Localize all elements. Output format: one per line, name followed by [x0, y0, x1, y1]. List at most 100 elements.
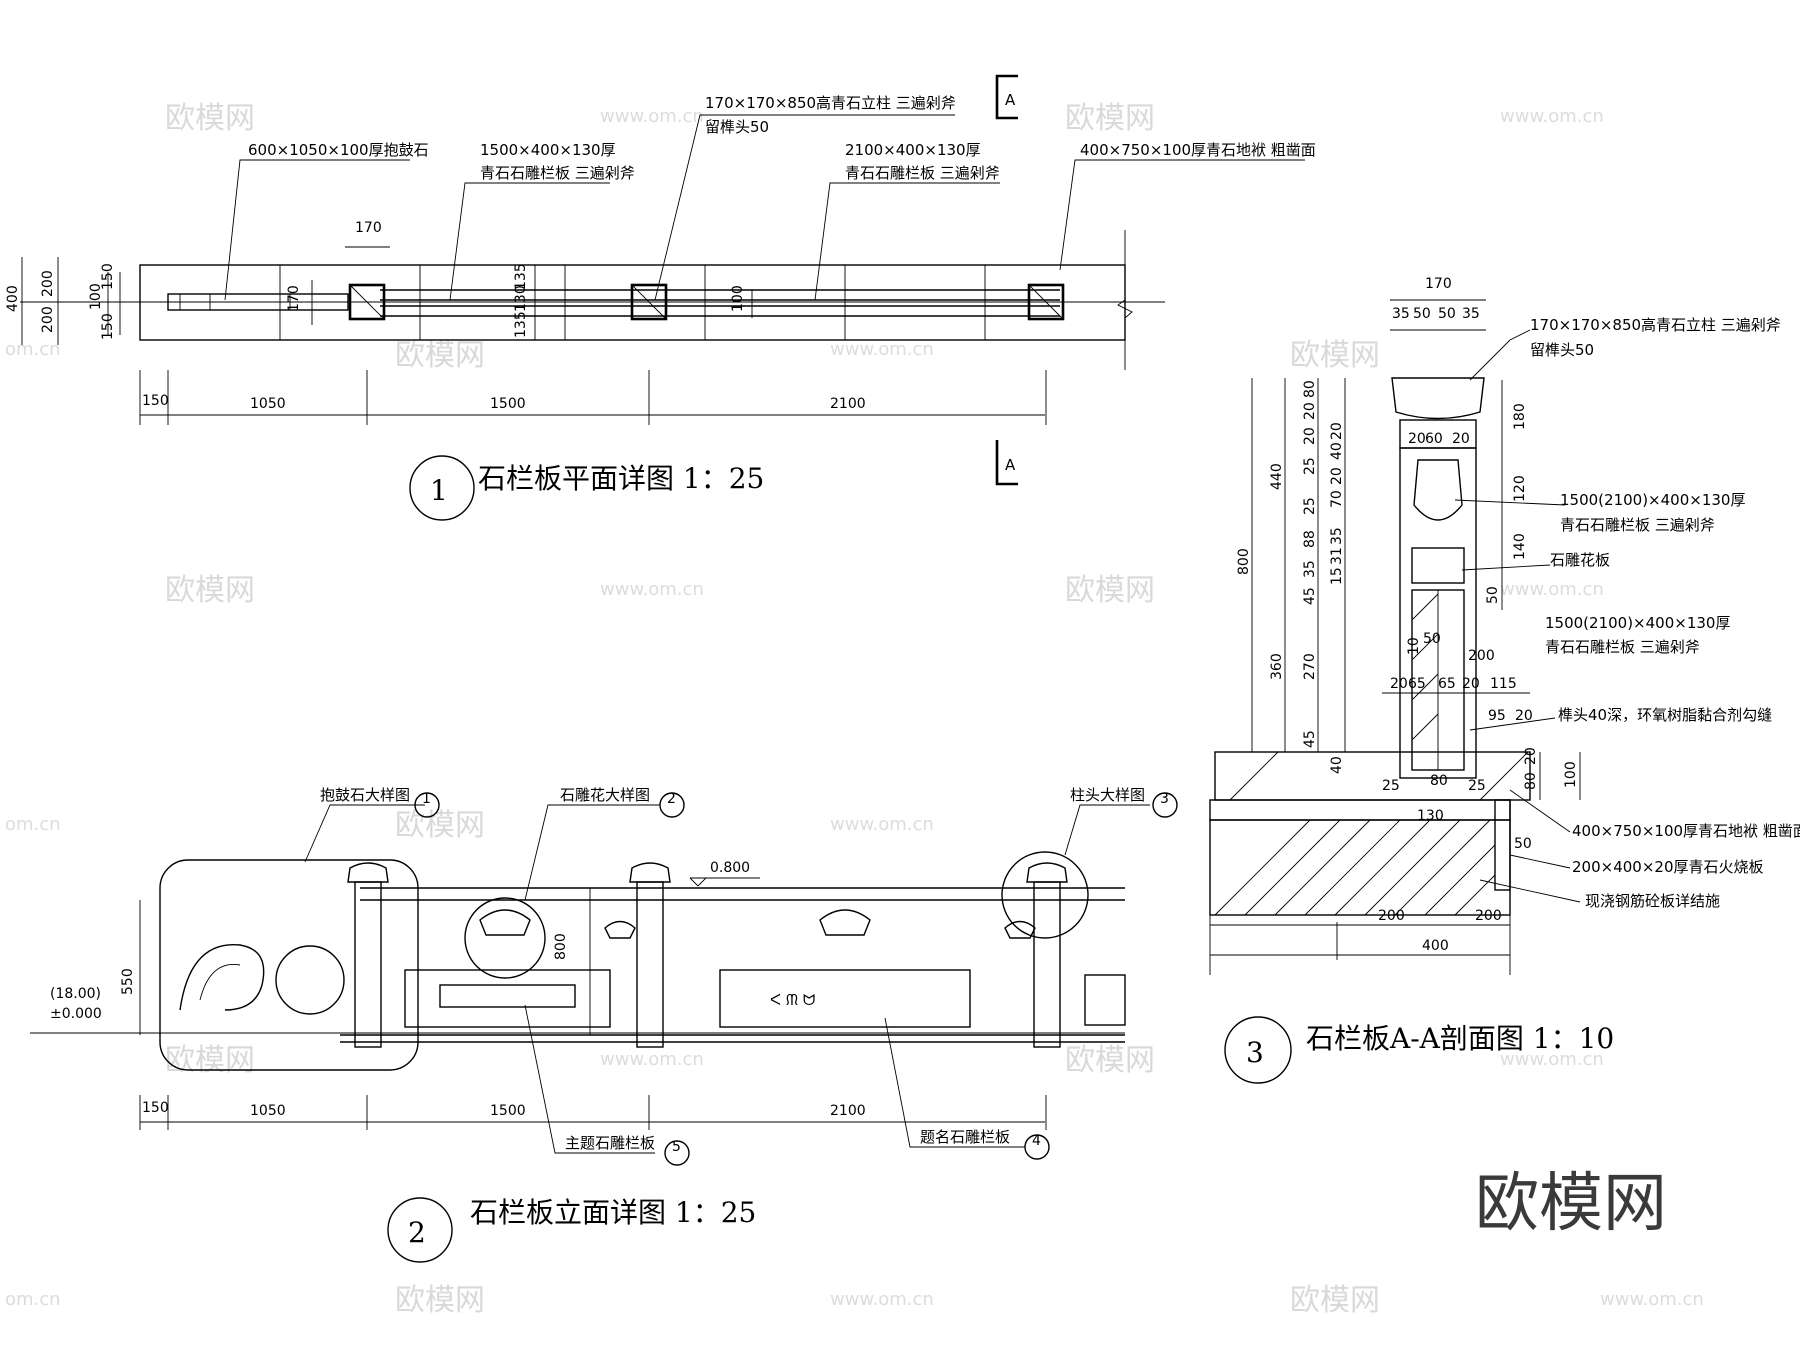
dim-label: 150	[142, 1100, 169, 1116]
section-label-flower: 石雕花板	[1550, 551, 1610, 569]
plan-label-panel1500-size: 1500×400×130厚	[480, 141, 616, 159]
drum-stone-scroll	[179, 944, 265, 1011]
dim-label: 25	[1382, 778, 1400, 794]
dim-label: 360	[1269, 653, 1285, 680]
dim-label: 120	[1512, 475, 1528, 502]
theme-panel	[404, 969, 611, 1028]
dim-label: 270	[1302, 653, 1318, 680]
watermark-logo: 欧模网	[165, 101, 255, 136]
section-mark-label: A	[1005, 91, 1016, 109]
dim-label: 200	[1468, 648, 1495, 664]
dim-label: 150	[100, 263, 116, 290]
dim-label: 40	[1329, 756, 1345, 774]
callout-drum-stone: 抱鼓石大样图	[320, 786, 410, 804]
watermark-url: www.om.cn	[600, 106, 704, 127]
plan-label-sill: 400×750×100厚青石地袱 粗凿面	[1080, 141, 1316, 159]
svg-text:ᐸ ᙏ ᗢ: ᐸ ᙏ ᗢ	[770, 991, 815, 1009]
callout-post-head: 柱头大样图	[1070, 786, 1145, 804]
watermark-logo: 欧模网	[395, 808, 485, 843]
plan-title: 石栏板平面详图 1：25	[478, 462, 764, 495]
section-label-slab: 200×400×20厚青石火烧板	[1572, 858, 1764, 876]
dim-label: 135	[513, 311, 529, 338]
dim-label: 200	[40, 306, 56, 333]
dim-label: 130	[513, 285, 529, 312]
dim-label: 800	[553, 933, 569, 960]
elevation-title-circle	[387, 1197, 453, 1263]
watermark-logo: 欧模网	[395, 1283, 485, 1318]
dim-label: 15	[1329, 567, 1345, 585]
dim-label: 40	[1329, 442, 1345, 460]
dim-label: 800	[1236, 548, 1252, 575]
dim-label: 400	[1422, 938, 1449, 954]
plan-post	[348, 283, 386, 321]
watermark-url: www.om.cn	[1500, 106, 1604, 127]
dim-label: 200	[40, 270, 56, 297]
elevation-post	[1026, 862, 1068, 1048]
dim-label: 35	[1462, 306, 1480, 322]
dim-label: 20	[1452, 431, 1470, 447]
section-title-circle	[1224, 1016, 1292, 1084]
plan-label-drum-stone: 600×1050×100厚抱鼓石	[248, 141, 429, 159]
dim-label: 50	[1514, 836, 1532, 852]
dim-label: 2100	[830, 396, 866, 412]
plan-post	[630, 283, 668, 321]
level-mark: 0.800	[710, 860, 750, 876]
watermark-url: www.om.cn	[1500, 579, 1604, 600]
dim-label: 2100	[830, 1103, 866, 1119]
dim-label: 170	[355, 220, 382, 236]
dim-label: 65	[1438, 676, 1456, 692]
name-panel	[719, 969, 971, 1028]
watermark-logo: 欧模网	[165, 573, 255, 608]
callout-name-panel: 题名石雕栏板	[920, 1128, 1010, 1146]
dim-label: 200	[1378, 908, 1405, 924]
dim-label: 100	[1563, 761, 1579, 788]
watermark-logo: 欧模网	[1290, 338, 1380, 373]
svg-text:4: 4	[1032, 1133, 1041, 1149]
watermark-url: www.om.cn	[830, 339, 934, 360]
svg-text:3: 3	[1160, 791, 1169, 807]
dim-label: 50	[1485, 586, 1501, 604]
plan-drum-stone	[167, 293, 349, 311]
section-mark-label: A	[1005, 456, 1016, 474]
dim-label: 20	[1523, 747, 1539, 765]
dim-label: 50	[1438, 306, 1456, 322]
watermark-logo: 欧模网	[1065, 573, 1155, 608]
dim-label: 200	[1475, 908, 1502, 924]
plan-label-post-tenon: 留榫头50	[705, 118, 769, 136]
dim-label: 20	[1329, 422, 1345, 440]
section-view: 170×170×850高青石立柱 三遍剁斧 留榫头50 1500(2100)×4…	[1209, 276, 1800, 1084]
dim-label: 80	[1430, 773, 1448, 789]
dim-label: 1050	[250, 396, 286, 412]
dim-label: 130	[1417, 808, 1444, 824]
plan-outline	[139, 264, 1126, 341]
post-head-detail-circle	[1001, 851, 1089, 939]
watermark-url: www.om.cn	[600, 1049, 704, 1070]
dim-label: 140	[1512, 533, 1528, 560]
dim-label: 50	[1413, 306, 1431, 322]
dim-label: 65	[1408, 676, 1426, 692]
elevation-level-zero: ±0.000	[50, 1006, 102, 1022]
section-concrete	[1209, 819, 1511, 916]
dim-label: 80	[1523, 772, 1539, 790]
dim-label: 100	[730, 285, 746, 312]
section-hatch	[1214, 593, 1529, 916]
flower-detail-circle	[464, 897, 546, 979]
dim-label: 20	[1390, 676, 1408, 692]
dim-label: 20	[1302, 402, 1318, 420]
flower-ornament	[819, 909, 871, 936]
dim-label: 115	[1490, 676, 1517, 692]
section-mark-bottom	[995, 440, 1018, 486]
dim-label: 1050	[250, 1103, 286, 1119]
dim-label: 35	[1329, 527, 1345, 545]
dim-label: 25	[1302, 457, 1318, 475]
dim-label: 20	[1329, 467, 1345, 485]
dim-label: 180	[1512, 403, 1528, 430]
elevation-view: ᐸ ᙏ ᗢ 抱鼓石大样图 1 石雕花大样图 2 柱头大样图 3 主题石雕栏板 5…	[30, 786, 1178, 1263]
watermark-tag: om.cn	[5, 339, 61, 360]
dim-label: 20	[1408, 431, 1426, 447]
section-post	[1399, 447, 1477, 779]
section-title-number: 3	[1246, 1036, 1264, 1069]
watermark-logo: 欧模网	[1290, 1283, 1380, 1318]
dim-label: 25	[1302, 497, 1318, 515]
